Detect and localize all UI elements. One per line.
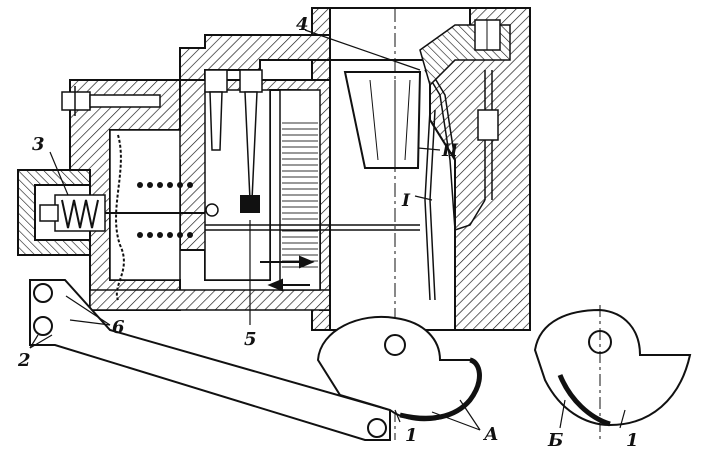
callout-A: А — [482, 424, 499, 445]
carburetor-body — [17, 7, 531, 331]
flow-arrows — [260, 255, 315, 292]
callout-II: II — [441, 141, 459, 161]
callout-B: Б — [547, 430, 563, 451]
air-jet-assembly — [419, 19, 511, 141]
leader-lines — [29, 29, 626, 431]
throttle-valve-detail — [533, 305, 692, 440]
lever-arm — [29, 279, 391, 441]
callout-1-main: 1 — [405, 425, 418, 446]
spring-mechanism — [39, 134, 219, 301]
callout-3: 3 — [32, 134, 45, 155]
fuel-level — [282, 120, 318, 270]
callout-5: 5 — [244, 329, 257, 350]
callout-4: 4 — [296, 14, 309, 35]
throttle-valve — [316, 315, 482, 422]
bolt — [61, 86, 161, 116]
callout-6: 6 — [112, 317, 125, 338]
callout-2: 2 — [17, 350, 31, 371]
callout-1-detail: 1 — [626, 430, 639, 451]
callout-I: I — [401, 191, 411, 211]
needle-valves — [204, 69, 263, 213]
